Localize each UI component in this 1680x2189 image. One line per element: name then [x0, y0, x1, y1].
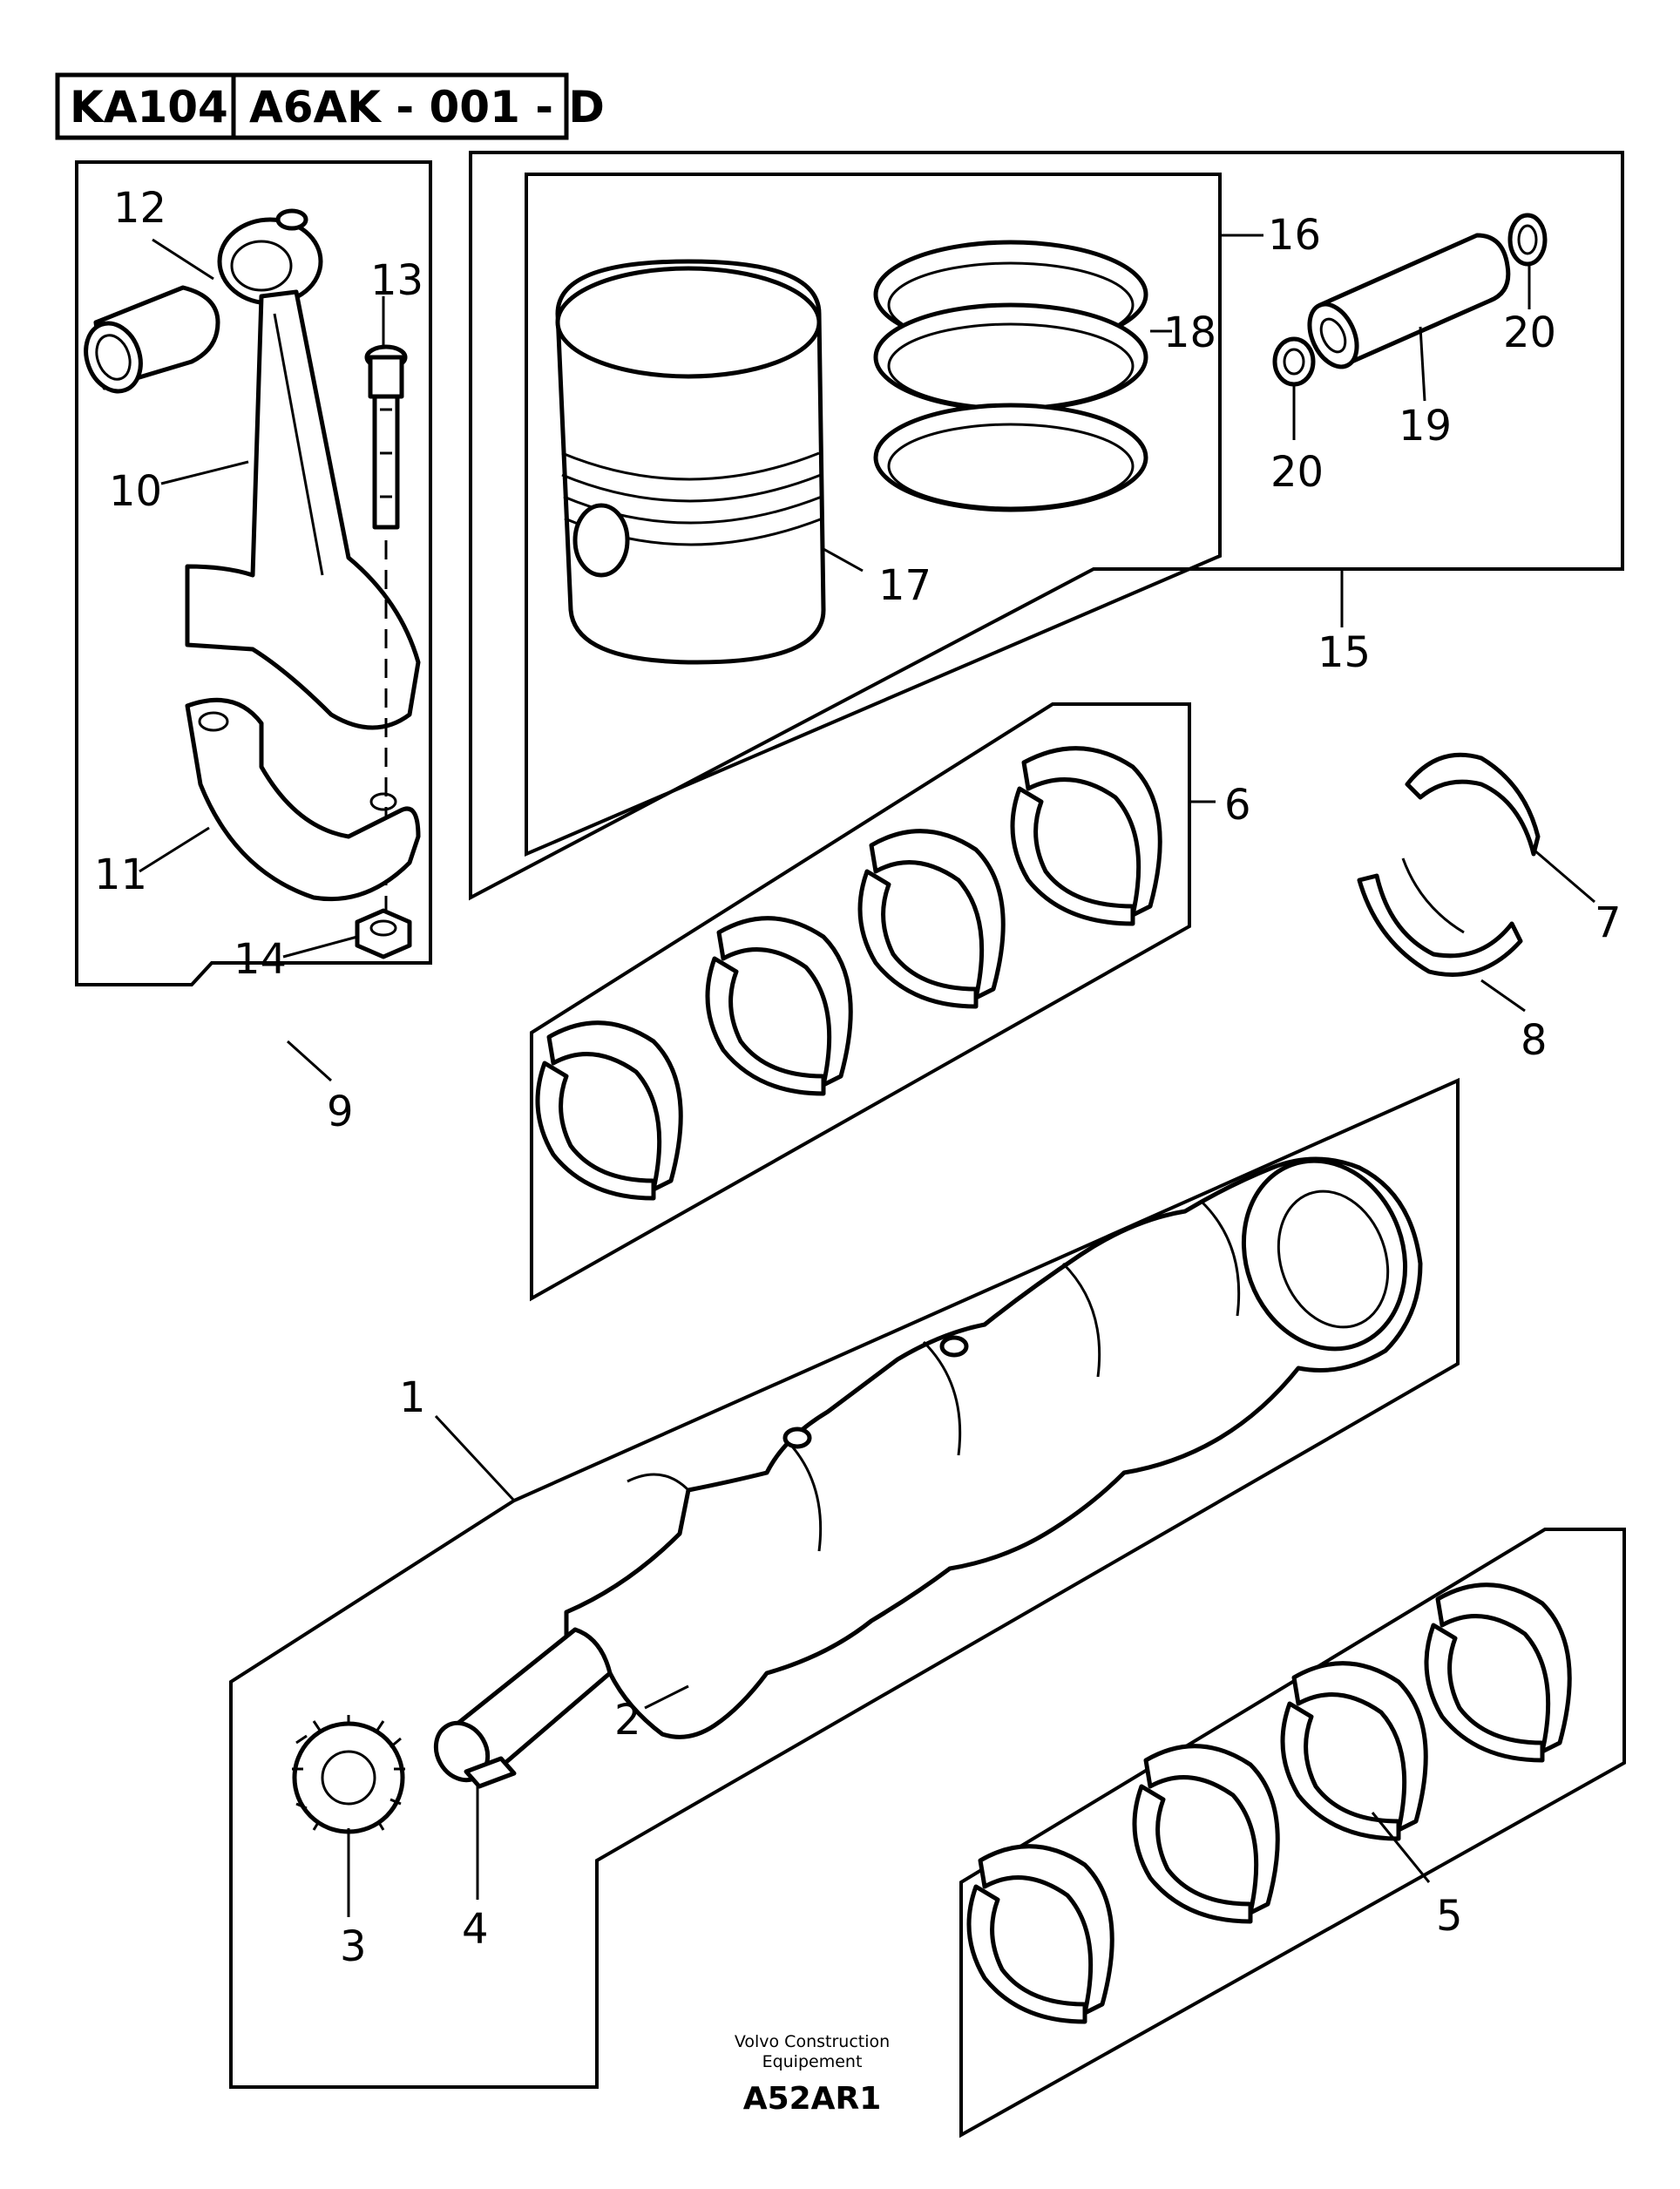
callout-9: 9: [327, 1088, 354, 1136]
connecting-rod-part: [185, 208, 421, 730]
circlip-left-part: [1272, 336, 1316, 387]
callout-16: 16: [1268, 211, 1321, 260]
callout-15: 15: [1318, 628, 1371, 677]
thrust-washer-lower-part: [1357, 857, 1523, 977]
callout-1: 1: [399, 1373, 426, 1422]
rod-cap-part: [185, 697, 421, 902]
crankshaft-part: [433, 1156, 1423, 1783]
header-code-right: A6AK - 001 - D: [249, 82, 605, 132]
callout-13: 13: [370, 256, 423, 305]
main-bearings-lower-part: [966, 1582, 1572, 2024]
group-frame-5: [959, 1528, 1626, 2138]
header-code-left: KA104: [70, 82, 228, 132]
callout-3: 3: [340, 1922, 367, 1971]
callout-20-left: 20: [1270, 448, 1324, 497]
group-frame-15: [469, 151, 1624, 901]
callout-20-right: 20: [1503, 308, 1556, 357]
group-frame-6: [530, 702, 1191, 1302]
callout-8: 8: [1521, 1016, 1548, 1065]
callout-17: 17: [878, 561, 931, 610]
rod-bolt-part: [364, 344, 408, 924]
footer-drawing-code: A52AR1: [743, 2081, 882, 2117]
footer-company-line2: Equipement: [762, 2052, 863, 2071]
main-bearings-upper-part: [535, 746, 1162, 1201]
callout-11: 11: [94, 851, 147, 899]
footer: Volvo Construction Equipement A52AR1: [735, 2032, 890, 2117]
woodruff-key-part: [464, 1756, 517, 1789]
leader-lines: [139, 234, 1595, 1917]
group-frame-1: [229, 1077, 1460, 2089]
header: KA104 A6AK - 001 - D: [55, 72, 605, 140]
callout-7: 7: [1595, 898, 1622, 947]
callout-10: 10: [109, 467, 162, 516]
callout-14: 14: [234, 935, 287, 984]
callout-19: 19: [1399, 402, 1452, 451]
group-frame-16: [525, 173, 1222, 857]
piston-pin-part: [1307, 233, 1511, 369]
callout-12: 12: [113, 184, 166, 233]
piston-rings-part: [873, 240, 1148, 512]
header-frame: [55, 72, 569, 140]
callout-5: 5: [1436, 1892, 1463, 1941]
callout-18: 18: [1163, 308, 1216, 357]
callout-6: 6: [1224, 781, 1251, 830]
rod-nut-part: [355, 908, 412, 959]
callouts: 12 13 10 11 14 9 16 18 20 19 20 17 15 6 …: [94, 184, 1622, 1971]
callout-4: 4: [462, 1905, 489, 1954]
callout-2: 2: [614, 1696, 641, 1745]
small-end-bush-part: [84, 285, 220, 394]
thrust-washer-upper-part: [1405, 752, 1541, 857]
circlip-right-part: [1507, 213, 1548, 267]
piston-part: [555, 259, 826, 665]
group-frame-9: [75, 160, 432, 986]
footer-company-line1: Volvo Construction: [735, 2032, 890, 2051]
crank-gear-part: [292, 1715, 405, 1839]
